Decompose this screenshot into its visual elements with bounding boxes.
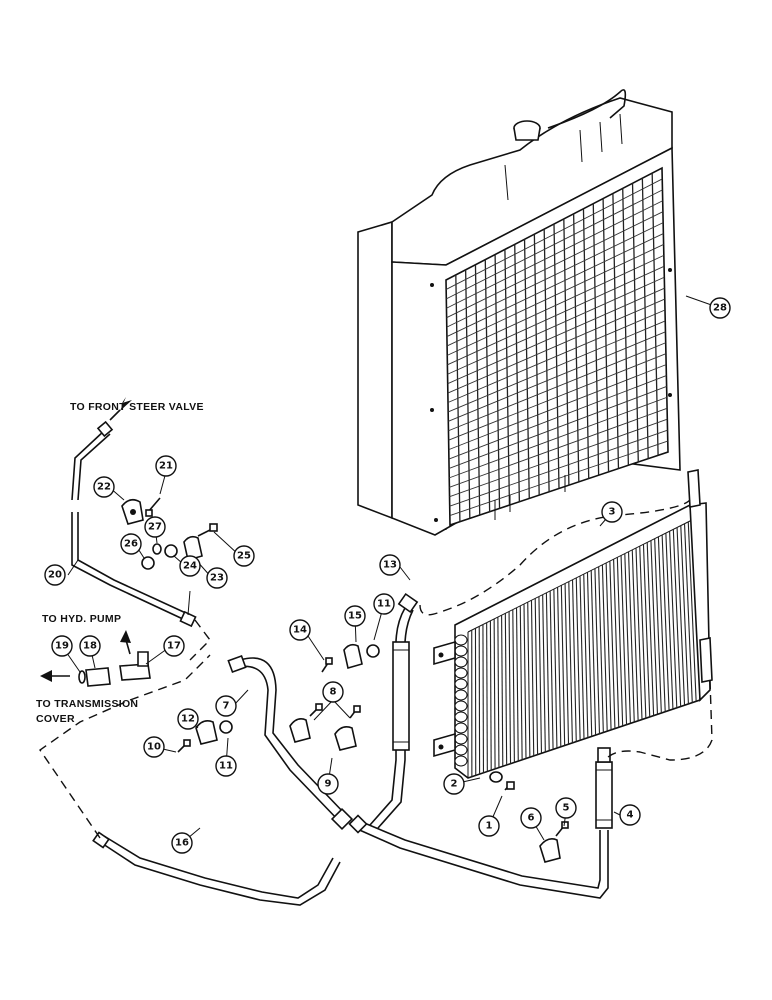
callout-9: 9	[317, 773, 339, 795]
callout-12: 12	[177, 708, 199, 730]
callout-25: 25	[233, 545, 255, 567]
dashed-routes	[39, 499, 713, 839]
callout-18: 18	[79, 635, 101, 657]
callout-20: 20	[44, 564, 66, 586]
callout-16: 15	[344, 605, 366, 627]
svg-text:6: 6	[528, 813, 535, 824]
svg-text:16: 16	[175, 838, 189, 849]
svg-text:11: 11	[377, 599, 391, 610]
svg-text:25: 25	[237, 551, 251, 562]
svg-text:11: 11	[219, 761, 233, 772]
callout-28: 28	[709, 297, 731, 319]
svg-text:24: 24	[183, 561, 197, 572]
svg-text:3: 3	[609, 507, 616, 518]
svg-text:26: 26	[124, 539, 138, 550]
callout-26: 26	[120, 533, 142, 555]
label-front-steer-valve: TO FRONT STEER VALVE	[70, 401, 204, 413]
callout-23: 23	[206, 567, 228, 589]
callout-3: 3	[601, 501, 623, 523]
svg-text:13: 13	[383, 560, 397, 571]
svg-text:15: 15	[348, 611, 362, 622]
callout-15: 14	[289, 619, 311, 641]
callout-27: 27	[144, 516, 166, 538]
svg-text:10: 10	[147, 742, 161, 753]
label-transmission-line2: COVER	[36, 713, 75, 725]
hardware	[40, 497, 569, 863]
svg-text:21: 21	[159, 461, 173, 472]
callout-22: 22	[93, 476, 115, 498]
svg-text:1: 1	[486, 821, 493, 832]
radiator	[357, 89, 681, 536]
callout-6: 6	[520, 807, 542, 829]
callout-14: 16	[171, 832, 193, 854]
callout-13: 13	[379, 554, 401, 576]
svg-text:5: 5	[563, 803, 570, 814]
svg-text:17: 17	[167, 641, 181, 652]
svg-text:4: 4	[627, 810, 634, 821]
callout-11b: 11	[215, 755, 237, 777]
callout-2: 2	[443, 773, 465, 795]
oil-cooler	[433, 469, 713, 779]
svg-text:18: 18	[83, 641, 97, 652]
callout-11a: 11	[373, 593, 395, 615]
svg-text:8: 8	[330, 687, 337, 698]
svg-text:23: 23	[210, 573, 224, 584]
callout-4: 4	[619, 804, 641, 826]
callout-19: 19	[51, 635, 73, 657]
callout-7: 7	[215, 695, 237, 717]
svg-text:20: 20	[48, 570, 62, 581]
svg-text:22: 22	[97, 482, 111, 493]
svg-text:14: 14	[293, 625, 307, 636]
label-transmission-line1: TO TRANSMISSION	[36, 698, 138, 710]
callout-5: 5	[555, 797, 577, 819]
svg-text:28: 28	[713, 303, 727, 314]
svg-text:12: 12	[181, 714, 195, 725]
svg-text:27: 27	[148, 522, 162, 533]
svg-text:7: 7	[223, 701, 230, 712]
callout-24: 24	[179, 555, 201, 577]
callout-1: 1	[478, 815, 500, 837]
label-hyd-pump: TO HYD. PUMP	[42, 613, 121, 625]
svg-text:19: 19	[55, 641, 69, 652]
svg-text:9: 9	[325, 779, 332, 790]
callout-21: 21	[155, 455, 177, 477]
callout-10: 10	[143, 736, 165, 758]
hoses-and-lines	[71, 397, 613, 906]
callout-8: 8	[322, 681, 344, 703]
callout-17: 17	[163, 635, 185, 657]
svg-text:2: 2	[451, 779, 458, 790]
